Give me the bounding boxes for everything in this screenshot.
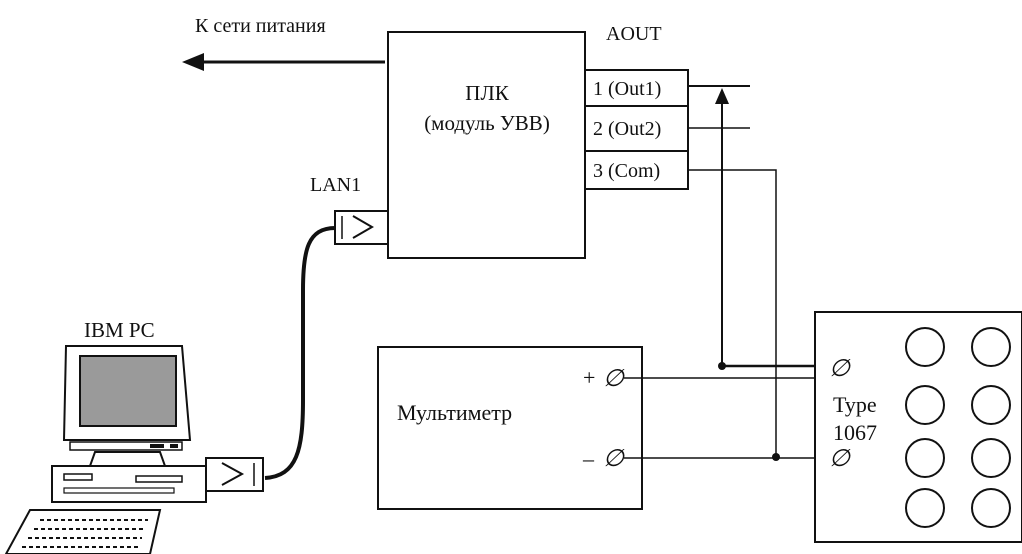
- multimeter-minus-terminal: ∅: [603, 446, 625, 472]
- aout-label: AOUT: [606, 23, 662, 45]
- port-com-label: 3 (Com): [593, 160, 660, 182]
- power-label: К сети питания: [195, 15, 326, 37]
- wire-com: [688, 169, 777, 457]
- knob: [905, 488, 945, 528]
- knob: [905, 327, 945, 367]
- lan-cable: [264, 226, 336, 480]
- aout-port-block: 1 (Out1) 2 (Out2) 3 (Com): [584, 69, 689, 190]
- plc-subtitle: (модуль УВВ): [424, 111, 550, 135]
- knob: [971, 327, 1011, 367]
- calibrator-minus-terminal: ∅: [829, 446, 851, 472]
- pc-lan-connector: [205, 457, 264, 492]
- multimeter-minus: –: [582, 446, 595, 471]
- plc-title: ПЛК: [465, 81, 509, 105]
- calibrator-model-label: 1067: [833, 420, 877, 445]
- calibrator-knobs: [905, 327, 1011, 528]
- multimeter-plus-terminal: ∅: [603, 366, 625, 392]
- lan-label: LAN1: [310, 174, 361, 196]
- knob: [905, 438, 945, 478]
- port-out2: [584, 105, 689, 152]
- junction-plus: [718, 362, 726, 370]
- multimeter-plus: +: [583, 365, 595, 390]
- probe-arrow-head: [715, 88, 729, 104]
- port-com: [584, 150, 689, 190]
- multimeter-label: Мультиметр: [397, 400, 512, 425]
- knob: [971, 488, 1011, 528]
- calibrator-plus-terminal: ∅: [829, 356, 851, 382]
- lan-connector: [334, 210, 389, 245]
- port-out2-label: 2 (Out2): [593, 118, 661, 140]
- knob: [971, 438, 1011, 478]
- port-out1-label: 1 (Out1): [593, 78, 661, 100]
- junction-minus: [772, 453, 780, 461]
- pc-icon: [4, 345, 207, 554]
- knob: [905, 385, 945, 425]
- plc-module: [387, 31, 586, 259]
- pc-label: IBM PC: [84, 318, 155, 342]
- multimeter: [377, 346, 643, 510]
- knob: [971, 385, 1011, 425]
- calibrator-type-label: Type: [833, 392, 877, 417]
- power-arrow-head: [182, 53, 204, 71]
